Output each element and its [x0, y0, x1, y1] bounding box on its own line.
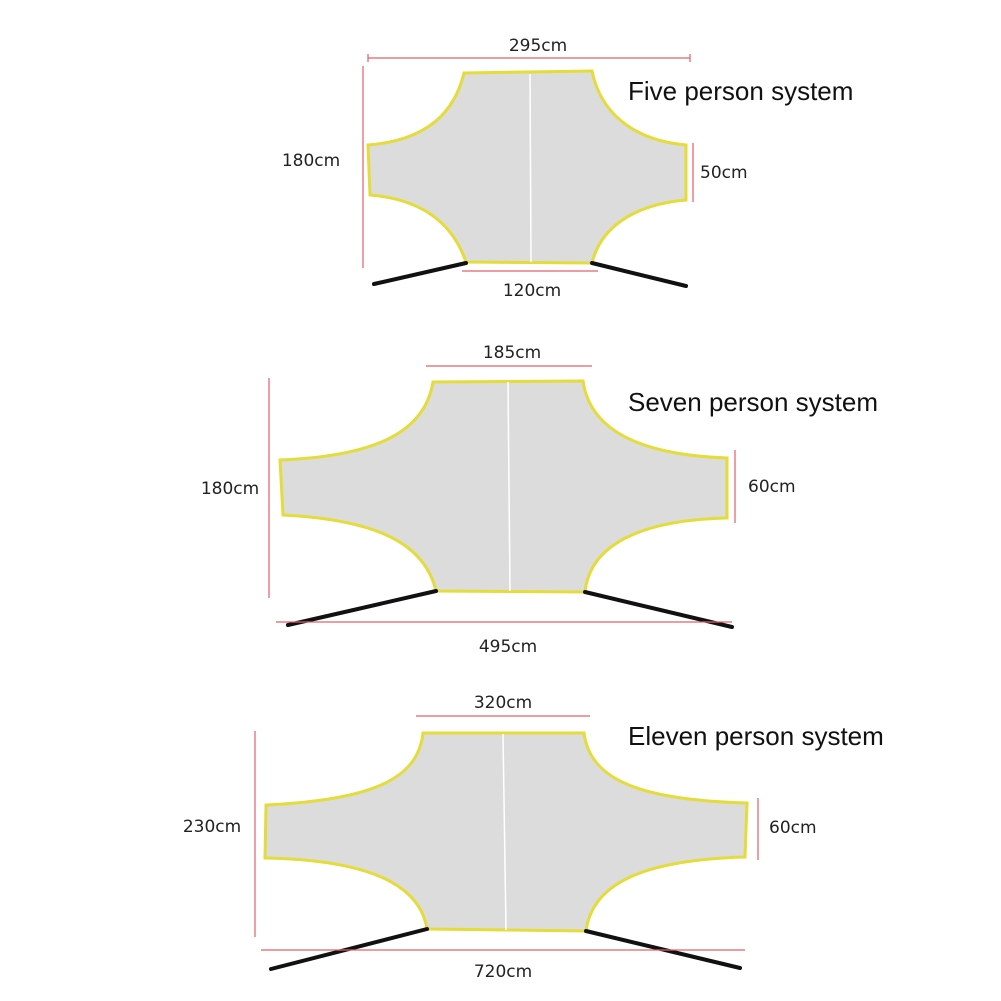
seven-person-net [278, 379, 729, 594]
eleven-person-system: 320cm 230cm 60cm 720cm Eleven person sys… [183, 693, 884, 982]
five-top-width-label: 295cm [509, 36, 567, 56]
five-net-seam [529, 73, 532, 263]
seven-total-width-label: 495cm [479, 637, 537, 657]
eleven-top-width-label: 320cm [474, 693, 532, 713]
eleven-height-label: 230cm [183, 817, 241, 837]
seven-right-pole [583, 590, 734, 629]
five-height-label: 180cm [282, 151, 340, 171]
eleven-arm-width-label: 60cm [769, 818, 817, 838]
five-bottom-width-label: 120cm [503, 281, 561, 301]
five-right-pole [590, 261, 688, 288]
seven-height-label: 180cm [201, 479, 259, 499]
five-person-system: 295cm 180cm 50cm 120cm Five person syste… [282, 36, 854, 301]
seven-arm-width-label: 60cm [748, 477, 796, 497]
seven-top-width-label: 185cm [483, 343, 541, 363]
seven-person-title: Seven person system [628, 387, 878, 417]
eleven-net-seam [502, 733, 507, 931]
eleven-left-pole [269, 927, 429, 971]
eleven-total-width-label: 720cm [474, 962, 532, 982]
seven-person-system: 185cm 180cm 60cm 495cm Seven person syst… [201, 343, 878, 657]
seven-net-seam [507, 381, 511, 592]
five-arm-width-label: 50cm [700, 163, 748, 183]
seven-left-pole [286, 589, 438, 627]
eleven-person-title: Eleven person system [628, 721, 884, 751]
five-person-title: Five person system [628, 76, 853, 106]
five-left-pole [372, 261, 468, 286]
